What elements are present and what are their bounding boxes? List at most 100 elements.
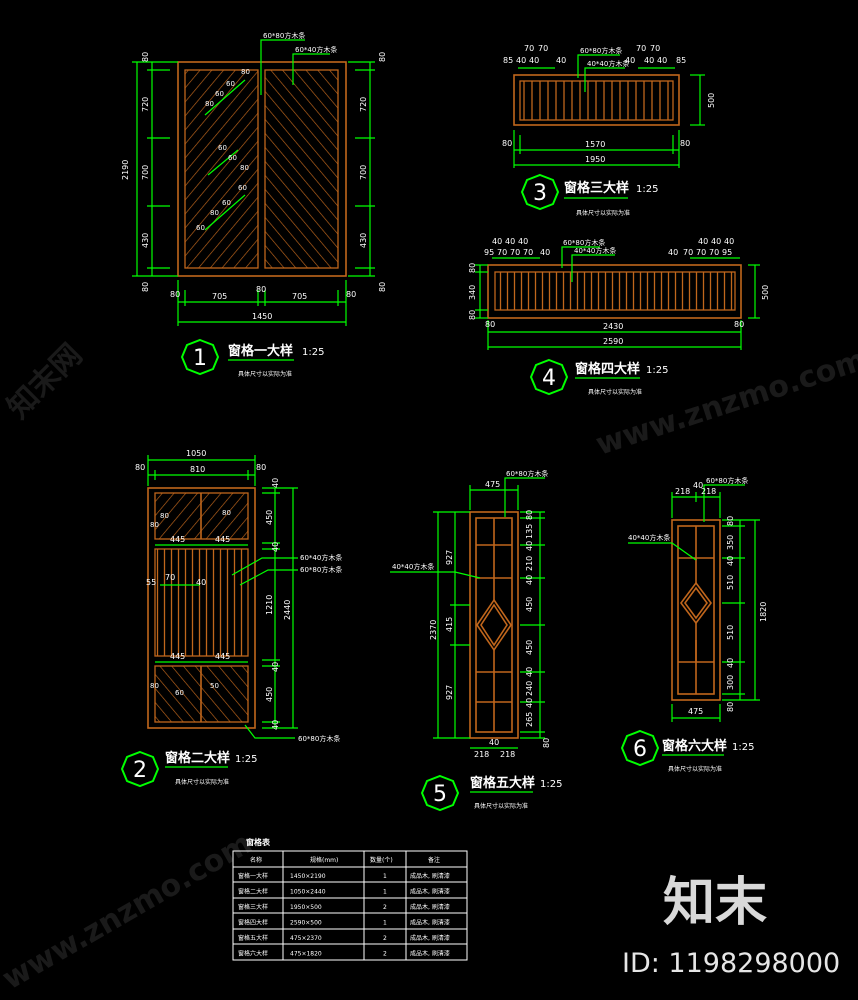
watermark-site-cn: 知末网 xyxy=(1,337,89,425)
drawing-text: 445 xyxy=(170,535,185,544)
drawing-text: 70 xyxy=(523,248,533,257)
table-cell: 窗格一大样 xyxy=(238,872,268,880)
drawing-text: 500 xyxy=(707,93,716,108)
bars xyxy=(494,271,736,311)
table-cell: 2 xyxy=(383,951,387,958)
drawing-text: 40 xyxy=(271,478,280,488)
drawing-text: 80 xyxy=(485,320,495,329)
drawing-text: 70 xyxy=(709,248,719,257)
drawing-text: 2440 xyxy=(283,600,292,620)
drawing-text: 数量(个) xyxy=(370,856,393,864)
drawing-text: 60 xyxy=(222,199,231,207)
drawing-text: 80 xyxy=(150,682,159,690)
drawing-text: 40 xyxy=(525,698,534,708)
frame xyxy=(513,74,680,126)
drawing-text: 40*40方木条 xyxy=(392,562,434,571)
drawing-text: 40 xyxy=(668,248,678,257)
table-cell: 1450×2190 xyxy=(290,873,326,880)
drawing-text: 40 xyxy=(492,237,502,246)
drawing-text: 40 xyxy=(518,237,528,246)
table-cell: 2590×500 xyxy=(290,920,322,927)
drawing-text: 窗格四大样 xyxy=(575,361,640,377)
drawing-text: 40 xyxy=(489,738,499,747)
table-cell: 成品木, 刷清漆 xyxy=(410,872,450,880)
drawing-text: 450 xyxy=(265,510,274,525)
drawing-text: 265 xyxy=(525,712,534,727)
drawing-text: 80 xyxy=(141,52,150,62)
drawing-text: 700 xyxy=(359,165,368,180)
drawing-text: 720 xyxy=(359,97,368,112)
drawing-text: 80 xyxy=(240,164,249,172)
drawing-text: 1820 xyxy=(759,602,768,622)
drawing-text: 85 xyxy=(503,56,513,65)
drawing-text: 窗格二大样 xyxy=(165,750,230,766)
drawing-text: 55 xyxy=(146,578,156,587)
drawing-text: 2190 xyxy=(121,160,130,180)
drawing-text: 40 xyxy=(525,575,534,585)
drawing-text: 80 xyxy=(205,100,214,108)
drawing-text: 1:25 xyxy=(235,754,257,765)
detail-3: 85 40 40 70 70 40 40 70 70 40 40 85 60*8… xyxy=(502,44,716,217)
drawing-text: 80 xyxy=(468,263,477,273)
drawing-text: 705 xyxy=(292,292,307,301)
drawing-text: 1950 xyxy=(585,155,605,164)
drawing-text: 70 xyxy=(524,44,534,53)
drawing-text: 445 xyxy=(215,535,230,544)
drawing-text: 415 xyxy=(445,617,454,632)
drawing-text: 450 xyxy=(525,597,534,612)
drawing-text: 60*40方木条 xyxy=(300,553,342,562)
drawing-text: 具体尺寸以实际为准 xyxy=(576,209,630,217)
drawing-text: 50 xyxy=(210,682,219,690)
drawing-text: 1210 xyxy=(265,595,274,615)
drawing-text: 300 xyxy=(726,675,735,690)
drawing-text: 60 xyxy=(215,90,224,98)
drawing-text: 210 xyxy=(525,556,534,571)
drawing-text: 3 xyxy=(533,181,547,206)
drawing-text: 40*40方木条 xyxy=(574,246,616,255)
drawing-text: 80 xyxy=(256,285,266,294)
detail-number-badge xyxy=(180,338,220,376)
drawing-text: 窗格一大样 xyxy=(228,343,293,359)
drawing-text: 70 xyxy=(636,44,646,53)
table-cell: 成品木, 刷清漆 xyxy=(410,888,450,896)
drawing-text: 60*40方木条 xyxy=(295,45,337,54)
drawing-text: 430 xyxy=(141,233,150,248)
drawing-text: 1:25 xyxy=(646,365,668,376)
frame xyxy=(469,511,519,739)
watermark-site: www.znzmo.com xyxy=(0,826,258,997)
drawing-text: 810 xyxy=(190,465,205,474)
drawing-text: 40 xyxy=(516,56,526,65)
drawing-text: 60*80方木条 xyxy=(506,469,548,478)
drawing-text: 80 xyxy=(378,282,387,292)
drawing-text: 40 xyxy=(525,541,534,551)
drawing-text: 445 xyxy=(215,652,230,661)
drawing-text: 60 xyxy=(228,154,237,162)
drawing-text: 60 xyxy=(218,144,227,152)
drawing-text: 40 xyxy=(698,237,708,246)
drawing-text: 1:25 xyxy=(540,779,562,790)
detail-1: 2190 80 720 700 430 80 80 720 700 430 80… xyxy=(121,31,387,378)
drawing-text: 1 xyxy=(193,346,207,371)
drawing-text: 60 xyxy=(226,80,235,88)
drawing-text: 40 xyxy=(644,56,654,65)
drawing-text: 40 xyxy=(196,578,206,587)
drawing-text: 450 xyxy=(525,640,534,655)
drawing-text: 2370 xyxy=(429,620,438,640)
drawing-text: 927 xyxy=(445,685,454,700)
drawing-text: 450 xyxy=(265,687,274,702)
drawing-text: 70 xyxy=(510,248,520,257)
drawing-text: 80 xyxy=(726,702,735,712)
drawing-text: 40 xyxy=(505,237,515,246)
drawing-text: 窗格五大样 xyxy=(470,775,535,791)
drawing-text: 70 xyxy=(165,573,175,582)
table-cell: 1950×500 xyxy=(290,904,322,911)
dimension-lines xyxy=(132,39,375,326)
drawing-text: 475 xyxy=(688,707,703,716)
drawing-text: 40 xyxy=(726,556,735,566)
drawing-text: 40 xyxy=(726,658,735,668)
drawing-text: 40 xyxy=(693,481,703,490)
detail-2: 1050 80 810 80 445 445 445 445 55 70 40 … xyxy=(120,449,342,788)
drawing-text: 窗格六大样 xyxy=(662,738,727,754)
